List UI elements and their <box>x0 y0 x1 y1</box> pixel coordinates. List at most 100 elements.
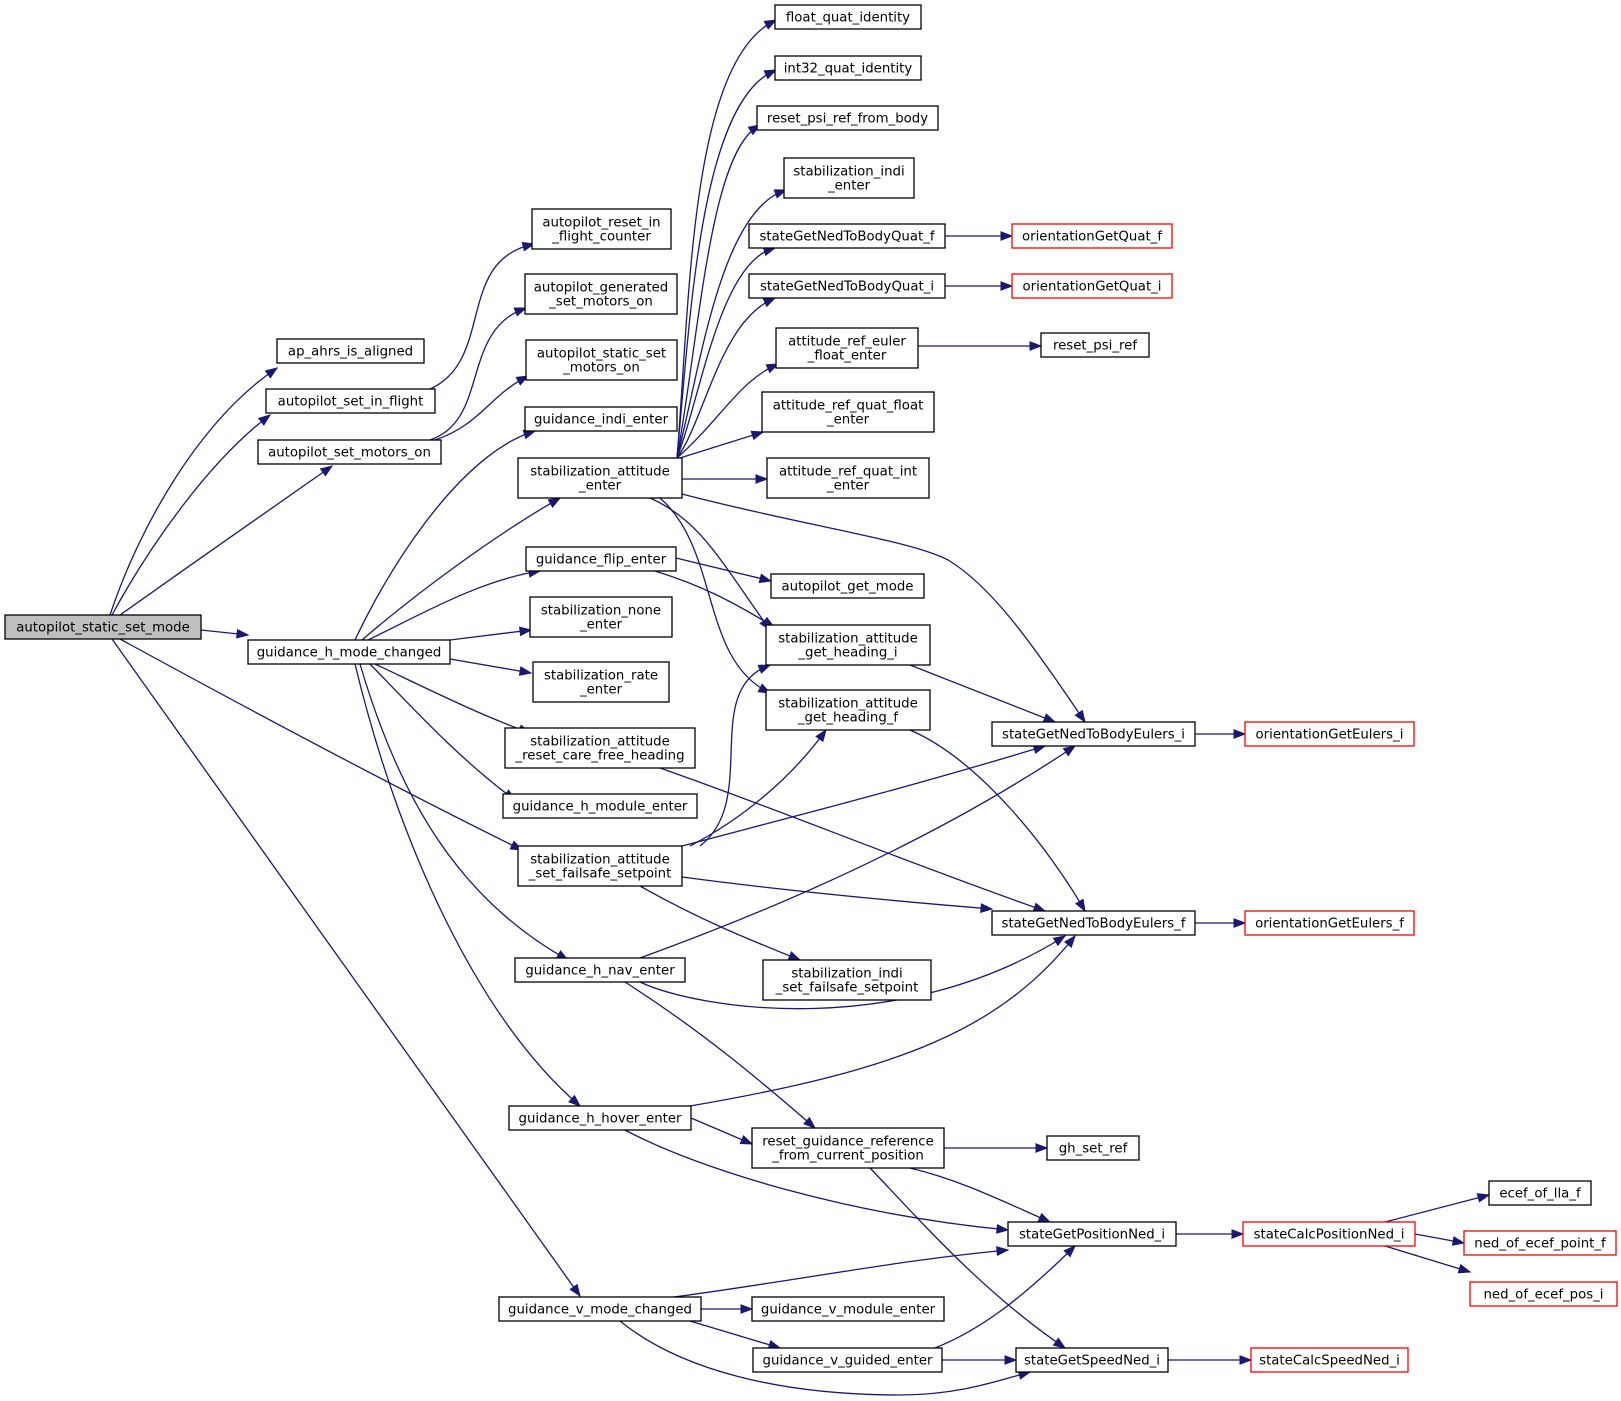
edge-hmode-to-stabatt <box>361 497 561 641</box>
edge-stabatt-to-quatint-arrowhead <box>755 474 769 484</box>
node-label: stabilization_none <box>541 604 661 619</box>
node-indienter[interactable]: guidance_indi_enter <box>524 406 678 432</box>
edge-stabatt-to-quati-arrowhead <box>762 297 777 308</box>
edge-calcpos-to-ecefoflla-arrowhead <box>1476 1193 1491 1203</box>
node-setinflight[interactable]: autopilot_set_in_flight <box>265 388 436 414</box>
node-carefree[interactable]: stabilization_attitude_reset_care_free_h… <box>504 727 696 769</box>
edge-stabatt-to-resetpsibody <box>676 124 761 459</box>
edge-resetguid-to-posned <box>909 1167 1051 1223</box>
node-box <box>504 727 696 769</box>
node-failsafe[interactable]: stabilization_attitude_set_failsafe_setp… <box>517 845 683 887</box>
node-label: guidance_h_module_enter <box>513 800 688 815</box>
node-calcspeed[interactable]: stateCalcSpeedNed_i <box>1250 1347 1409 1373</box>
node-quati[interactable]: stateGetNedToBodyQuat_i <box>748 273 946 299</box>
node-indifailsafe[interactable]: stabilization_indi_set_failsafe_setpoint <box>762 959 932 1001</box>
edge-stabatt-to-fqi-arrowhead <box>763 19 778 30</box>
node-eulerfloat[interactable]: attitude_ref_euler_float_enter <box>775 327 919 369</box>
node-box <box>762 959 932 1001</box>
node-box <box>991 910 1196 936</box>
node-label: orientationGetEulers_i <box>1256 728 1404 743</box>
node-label: ned_of_ecef_point_f <box>1474 1237 1606 1252</box>
node-label: stateGetPositionNed_i <box>1019 1228 1165 1243</box>
node-ghsetref[interactable]: gh_set_ref <box>1046 1135 1140 1161</box>
node-label: guidance_v_mode_changed <box>508 1303 692 1318</box>
node-ahrs[interactable]: ap_ahrs_is_aligned <box>276 338 425 364</box>
node-flip[interactable]: guidance_flip_enter <box>525 546 677 572</box>
edge-setinflight-to-resetinflight <box>429 243 535 390</box>
edge-headf-to-eulersf <box>909 729 1086 912</box>
node-label: stabilization_attitude <box>778 697 918 712</box>
node-resetpsibody[interactable]: reset_psi_ref_from_body <box>756 105 939 131</box>
node-orquatf[interactable]: orientationGetQuat_f <box>1011 223 1173 249</box>
node-label: guidance_indi_enter <box>534 413 669 428</box>
edge-calcpos-to-nedpoint-arrowhead <box>1451 1236 1466 1246</box>
node-ecefoflla[interactable]: ecef_of_lla_f <box>1488 1180 1592 1206</box>
node-hnav[interactable]: guidance_h_nav_enter <box>514 957 686 983</box>
node-label: _enter <box>578 479 622 494</box>
node-headi[interactable]: stabilization_attitude_get_heading_i <box>765 624 931 666</box>
node-label: _flight_counter <box>551 230 651 245</box>
node-headf[interactable]: stabilization_attitude_get_heading_f <box>765 689 931 731</box>
node-hhover[interactable]: guidance_h_hover_enter <box>508 1105 692 1131</box>
node-stabatt[interactable]: stabilization_attitude_enter <box>517 457 683 499</box>
node-orquati[interactable]: orientationGetQuat_i <box>1011 273 1173 299</box>
edge-headi-to-eulersi-arrowhead <box>1042 713 1057 723</box>
node-box <box>1040 332 1150 358</box>
edge-hmode-to-hhover <box>354 663 581 1107</box>
node-calcpos[interactable]: stateCalcPositionNed_i <box>1242 1221 1416 1247</box>
edge-hhover-to-eulersf <box>689 935 1076 1107</box>
node-label: stateGetNedToBodyEulers_i <box>1002 728 1185 743</box>
node-nedpos[interactable]: ned_of_ecef_pos_i <box>1469 1281 1618 1307</box>
node-box <box>756 105 939 131</box>
node-vmodule[interactable]: guidance_v_module_enter <box>751 1296 945 1322</box>
node-label: _set_failsafe_setpoint <box>775 981 919 996</box>
node-resetinflight[interactable]: autopilot_reset_in_flight_counter <box>531 208 672 250</box>
edge-flip-to-getmode <box>675 557 772 582</box>
edge-speedned-to-calcspeed-arrowhead <box>1239 1355 1253 1365</box>
node-setmotorson[interactable]: autopilot_set_motors_on <box>257 439 442 465</box>
node-eulersi[interactable]: stateGetNedToBodyEulers_i <box>991 721 1196 747</box>
edge-vguided-to-posned-arrowhead <box>1063 1245 1077 1258</box>
edge-hnav-to-eulersi <box>639 745 1076 959</box>
node-vmode[interactable]: guidance_v_mode_changed <box>498 1296 702 1322</box>
node-fqi[interactable]: float_quat_identity <box>774 4 922 30</box>
node-stabnone[interactable]: stabilization_none_enter <box>529 596 673 638</box>
edge-eulersf-to-oreulerf-arrowhead <box>1233 918 1247 928</box>
node-staticmotors[interactable]: autopilot_static_set_motors_on <box>525 339 678 381</box>
edge-resetguid-to-speedned <box>869 1167 1066 1349</box>
node-nedpoint[interactable]: ned_of_ecef_point_f <box>1463 1230 1617 1256</box>
edge-hmode-to-stabnone-arrowhead <box>518 626 533 637</box>
node-iqi[interactable]: int32_quat_identity <box>774 55 922 81</box>
edge-calcpos-to-nedpos-arrowhead <box>1457 1263 1472 1274</box>
node-box <box>276 338 425 364</box>
node-hmode[interactable]: guidance_h_mode_changed <box>247 639 451 665</box>
node-speedned[interactable]: stateGetSpeedNed_i <box>1015 1347 1169 1373</box>
node-stabrate[interactable]: stabilization_rate_enter <box>532 661 670 703</box>
edge-failsafe-to-indifailsafe-arrowhead <box>787 951 802 961</box>
node-vguided[interactable]: guidance_v_guided_enter <box>752 1347 943 1373</box>
node-quatfloat[interactable]: attitude_ref_quat_float_enter <box>761 391 935 433</box>
node-label: attitude_ref_euler <box>788 335 906 350</box>
node-hmodule[interactable]: guidance_h_module_enter <box>502 793 698 819</box>
node-oreulerf[interactable]: orientationGetEulers_f <box>1244 910 1415 936</box>
node-getmode[interactable]: autopilot_get_mode <box>770 573 925 599</box>
edge-stabatt-to-quatfloat <box>679 431 764 459</box>
node-root[interactable]: autopilot_static_set_mode <box>4 614 202 640</box>
node-eulersf[interactable]: stateGetNedToBodyEulers_f <box>991 910 1196 936</box>
node-resetpsi[interactable]: reset_psi_ref <box>1040 332 1150 358</box>
node-label: stabilization_attitude <box>530 465 670 480</box>
node-label: stabilization_attitude <box>530 735 670 750</box>
node-genmotors[interactable]: autopilot_generated_set_motors_on <box>524 273 678 315</box>
node-quatf[interactable]: stateGetNedToBodyQuat_f <box>748 223 946 249</box>
node-box <box>765 624 931 666</box>
edge-hmode-to-stabrate-arrowhead <box>518 666 533 676</box>
node-posned[interactable]: stateGetPositionNed_i <box>1007 1221 1177 1247</box>
node-oreuleri[interactable]: orientationGetEulers_i <box>1244 721 1415 747</box>
edge-failsafe-to-eulersf-arrowhead <box>980 903 994 913</box>
node-resetguid[interactable]: reset_guidance_reference_from_current_po… <box>751 1127 945 1169</box>
node-stabindi[interactable]: stabilization_indi_enter <box>783 157 915 199</box>
node-quatint[interactable]: attitude_ref_quat_int_enter <box>766 457 930 499</box>
node-label: stateGetNedToBodyEulers_f <box>1002 917 1186 932</box>
node-box <box>1250 1347 1409 1373</box>
